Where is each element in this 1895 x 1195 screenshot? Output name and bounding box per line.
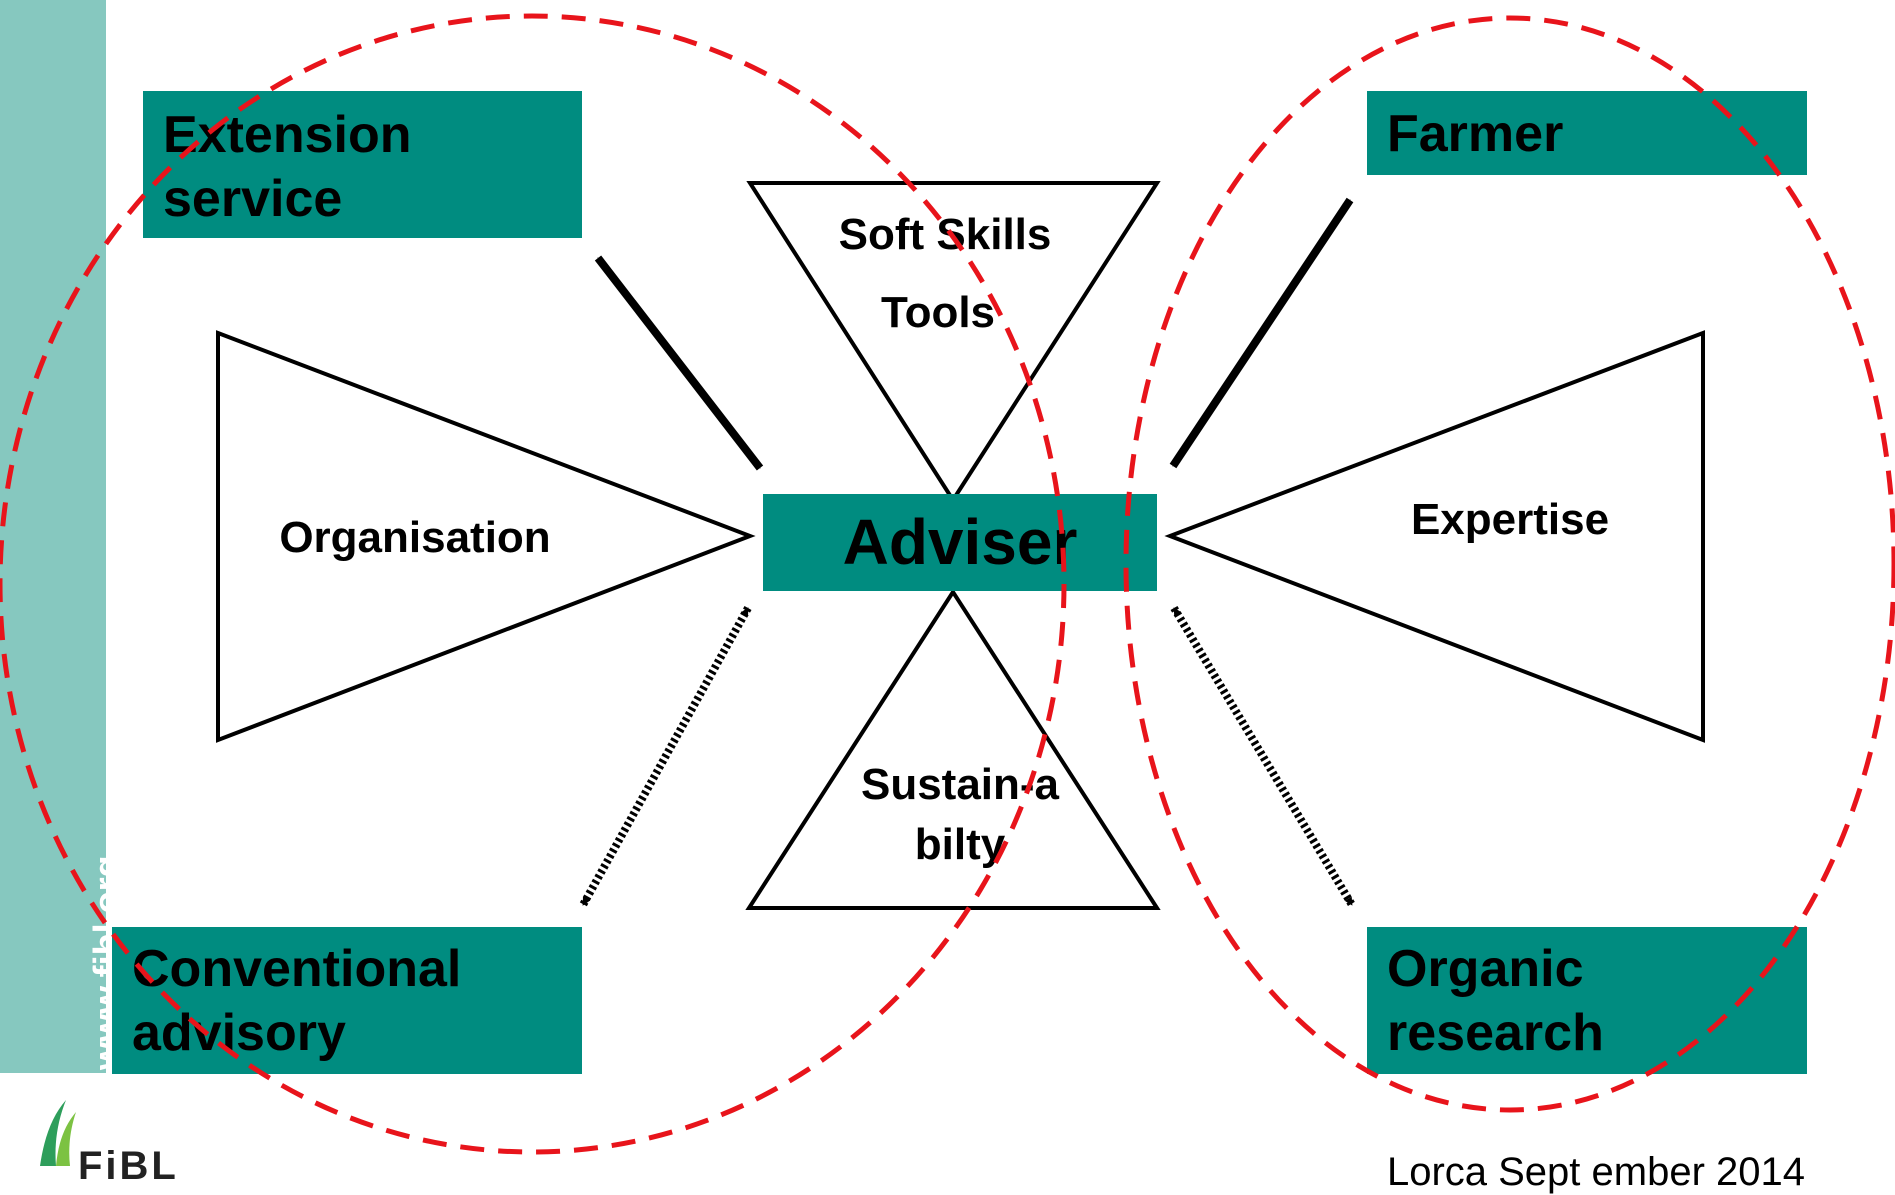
arrow-conventional-adviser <box>579 606 752 907</box>
farmer-label: Farmer <box>1387 105 1564 163</box>
conventional-advisory-label: Conventional advisory <box>132 940 462 1062</box>
organic-research-box: Organic research <box>1367 927 1807 1074</box>
extension-service-box: Extension service <box>143 91 582 238</box>
adviser-label: Adviser <box>842 506 1078 578</box>
logo-text: FiBL <box>78 1144 179 1188</box>
farmer-box: Farmer <box>1367 91 1807 175</box>
fibl-logo-icon <box>40 1100 76 1166</box>
organic-research-label: Organic research <box>1387 940 1604 1062</box>
arrow-extension-adviser <box>594 255 764 471</box>
conventional-advisory-box: Conventional advisory <box>112 927 582 1074</box>
soft-skills-label: Soft Skills <box>838 210 1052 259</box>
sustainability-label: Sustain-abilty <box>810 755 1110 875</box>
sustainability-text: Sustain-abilty <box>860 760 1060 869</box>
adviser-box: Adviser <box>763 494 1157 591</box>
organisation-label: Organisation <box>279 513 551 562</box>
tools-label: Tools <box>880 288 996 337</box>
arrow-farmer-adviser <box>1169 197 1354 469</box>
footer-text: Lorca Sept ember 2014 <box>1386 1150 1805 1194</box>
expertise-label: Expertise <box>1410 495 1610 544</box>
extension-service-label: Extension service <box>163 106 412 228</box>
arrow-organic-adviser <box>1170 605 1356 908</box>
